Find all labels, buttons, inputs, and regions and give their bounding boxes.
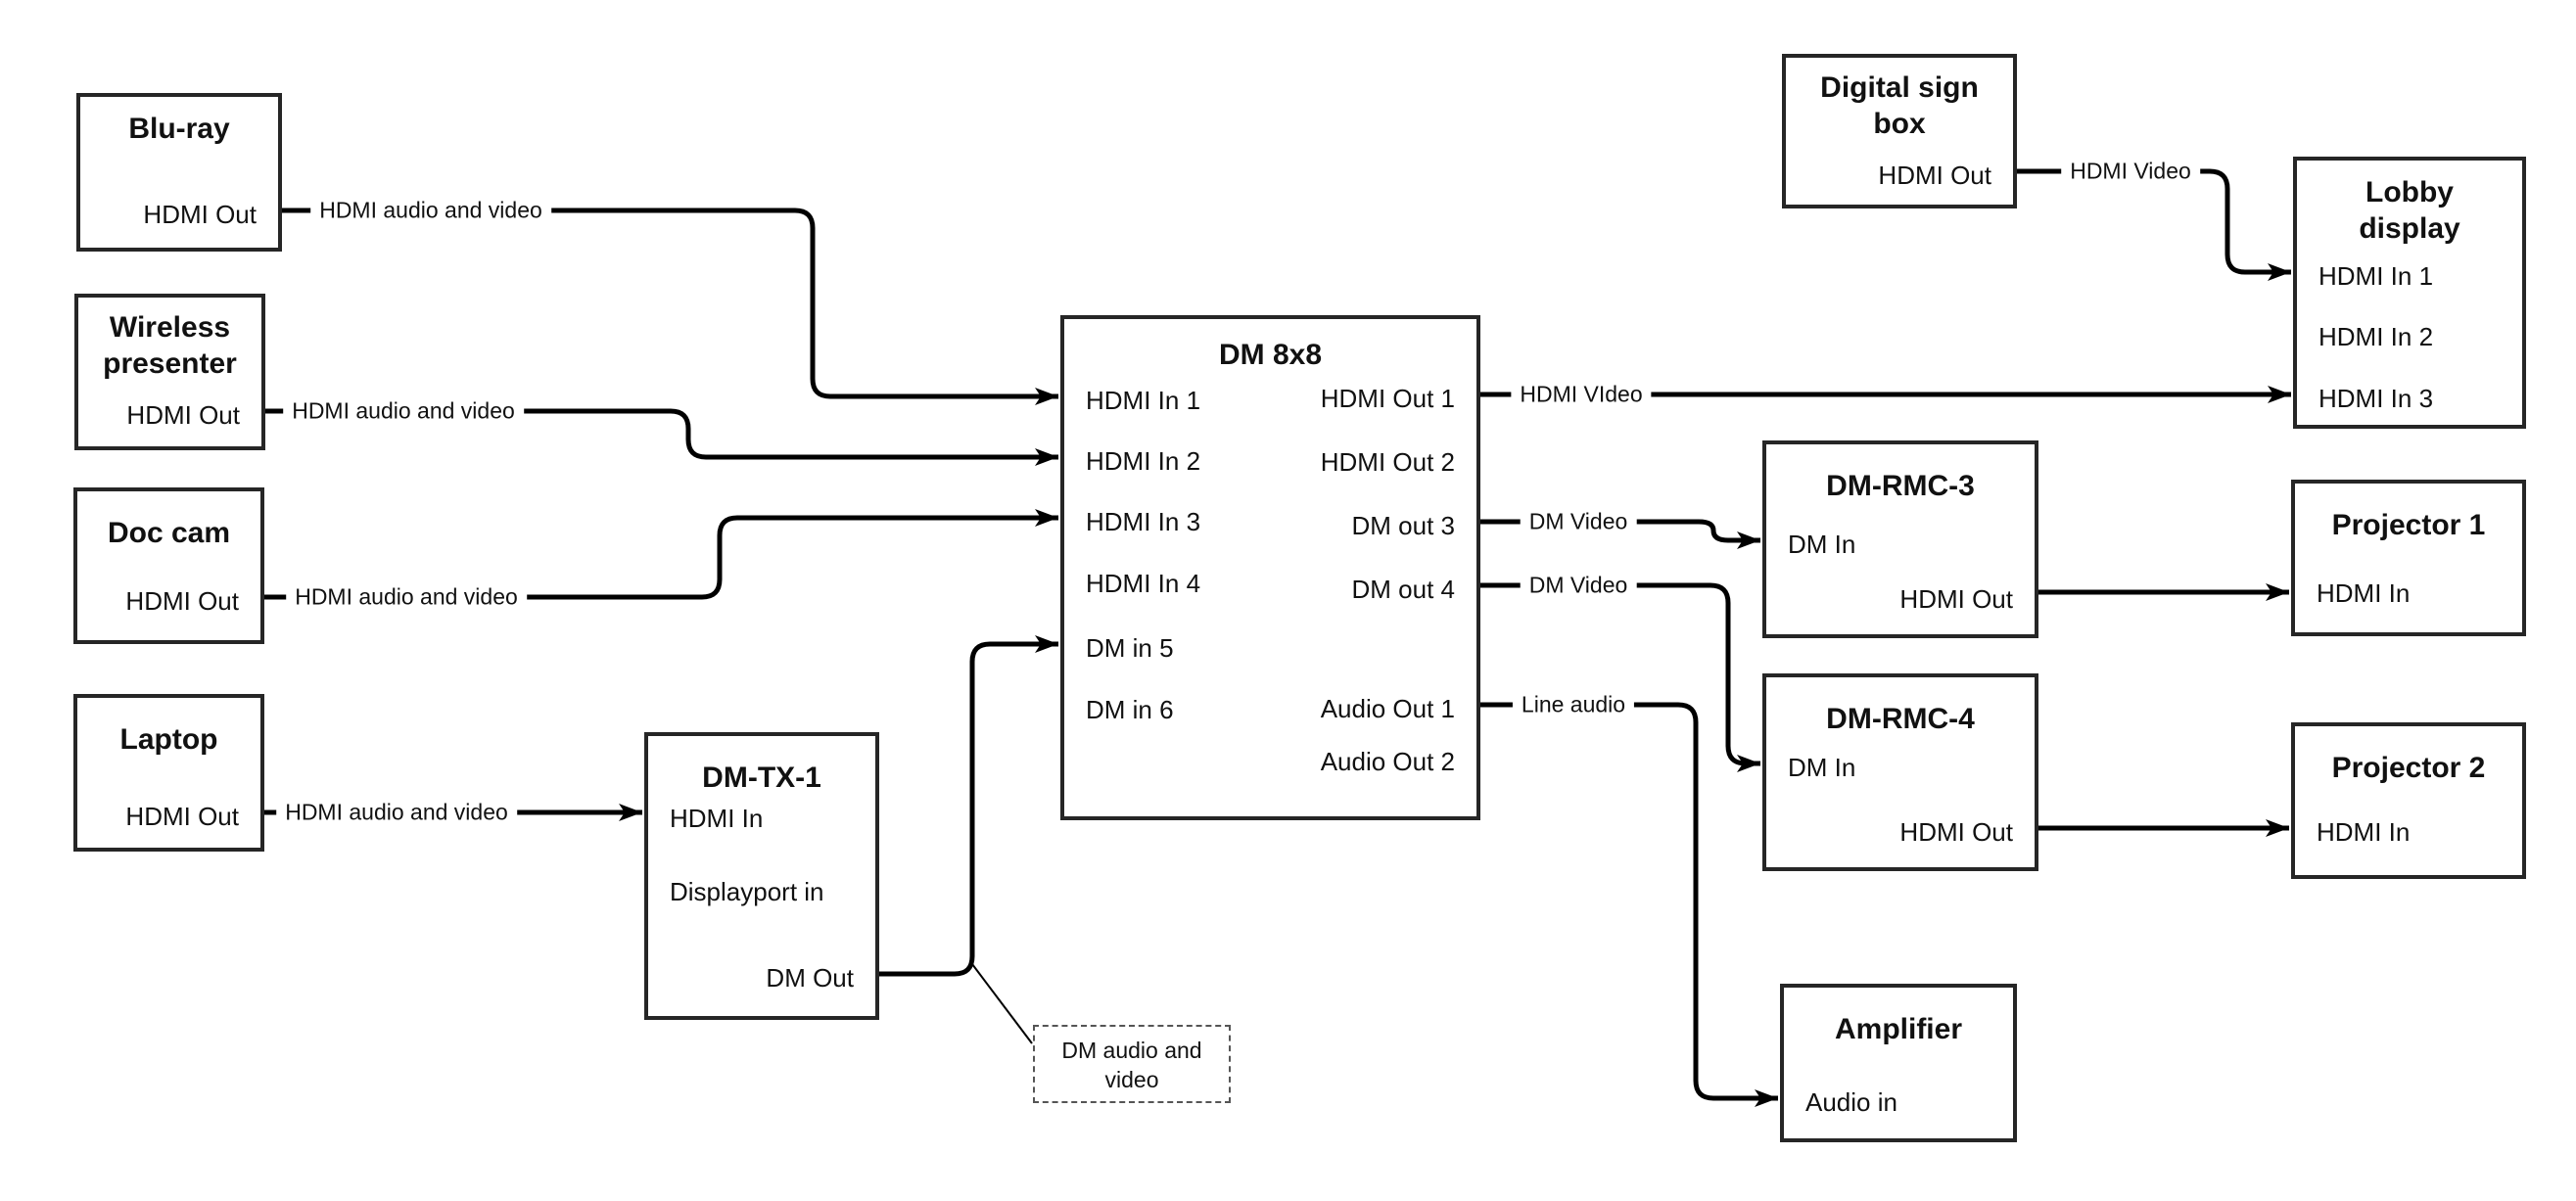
node-dm-rmc-3: DM-RMC-3 DM In HDMI Out (1762, 440, 2038, 638)
port-label-dm-tx-1: Displayport in (670, 877, 824, 906)
port-label-dm-rmc-4: DM In (1788, 753, 1856, 782)
port-label-dm-tx-1: HDMI In (670, 804, 764, 833)
port-label-dm-8x8: DM out 3 (1351, 511, 1456, 540)
node-title-line: box (1873, 108, 1926, 140)
port-label-dm-8x8: DM in 5 (1086, 633, 1174, 663)
node-title: DM-RMC-4 (1766, 701, 2035, 737)
port-label-projector-2: HDMI In (2317, 817, 2411, 847)
node-title-line: Amplifier (1834, 1013, 1963, 1045)
node-title: Lobby display (2297, 174, 2522, 247)
port-label-lobby-display: HDMI In 2 (2318, 322, 2434, 351)
port-label-dm-8x8: HDMI In 2 (1086, 446, 1201, 476)
port-label-blu-ray: HDMI Out (143, 200, 257, 229)
wire-dm8x8-dmout3-to-dmrmc3-dmin (1480, 519, 1760, 549)
port-label-dm-rmc-4: HDMI Out (1899, 817, 2013, 847)
port-label-dm-8x8: HDMI In 1 (1086, 386, 1201, 415)
node-title-line: Doc cam (107, 517, 231, 549)
node-title: DM 8x8 (1064, 337, 1476, 373)
port-label-wireless-presenter: HDMI Out (126, 400, 240, 430)
node-title-line: Lobby (2365, 176, 2454, 208)
node-title: DM-TX-1 (648, 760, 875, 796)
port-label-dm-8x8: HDMI In 3 (1086, 507, 1201, 536)
node-title-line: DM-TX-1 (702, 762, 821, 794)
leader-line-note-leader (971, 963, 1033, 1044)
node-title-line: Laptop (119, 723, 218, 756)
port-label-lobby-display: HDMI In 3 (2318, 384, 2434, 413)
node-title-line: Blu-ray (128, 113, 230, 145)
wire-label-bluray-hdmiout-to-dm8x8-hdmiin1: HDMI audio and video (310, 197, 551, 224)
port-label-dm-rmc-3: DM In (1788, 530, 1856, 559)
wire-dm8x8-audioout1-to-amplifier-audioin (1480, 702, 1778, 1107)
node-projector-2: Projector 2 HDMI In (2291, 722, 2526, 879)
port-label-doc-cam: HDMI Out (125, 586, 239, 616)
node-title-line: display (2359, 212, 2460, 245)
wire-wireless-hdmiout-to-dm8x8-hdmiin2 (265, 408, 1058, 466)
wire-bluray-hdmiout-to-dm8x8-hdmiin1 (282, 208, 1058, 405)
node-title-line: DM 8x8 (1218, 339, 1323, 371)
node-title-line: Wireless (109, 311, 231, 344)
wire-doccam-hdmiout-to-dm8x8-hdmiin3 (264, 509, 1058, 600)
port-label-dm-8x8: Audio Out 2 (1320, 747, 1455, 776)
wire-label-laptop-hdmiout-to-dmtx1-hdmiin: HDMI audio and video (276, 799, 517, 826)
wire-label-dm8x8-dmout3-to-dmrmc3-dmin: DM Video (1520, 508, 1637, 535)
port-label-dm-rmc-3: HDMI Out (1899, 584, 2013, 614)
port-label-amplifier: Audio in (1805, 1087, 1897, 1117)
wire-digitalsign-hdmiout-to-lobby-hdmiin1 (2017, 168, 2291, 281)
wire-dmtx1-dmout-to-dm8x8-dmin5 (879, 635, 1058, 977)
node-title-line: Projector 2 (2331, 752, 2486, 784)
wire-label-wireless-hdmiout-to-dm8x8-hdmiin2: HDMI audio and video (283, 397, 524, 425)
note-line: video (1104, 1067, 1159, 1092)
node-title-line: Projector 1 (2331, 509, 2486, 541)
node-title: Amplifier (1784, 1011, 2013, 1047)
port-label-dm-tx-1: DM Out (766, 963, 854, 993)
node-title: Digital sign box (1786, 69, 2013, 142)
port-label-dm-8x8: HDMI In 4 (1086, 569, 1201, 598)
node-title: Blu-ray (80, 111, 278, 147)
port-label-laptop: HDMI Out (125, 802, 239, 831)
node-projector-1: Projector 1 HDMI In (2291, 480, 2526, 636)
wire-label-digitalsign-hdmiout-to-lobby-hdmiin1: HDMI Video (2061, 158, 2200, 185)
wire-label-dm8x8-audioout1-to-amplifier-audioin: Line audio (1512, 691, 1635, 718)
node-dm-rmc-4: DM-RMC-4 DM In HDMI Out (1762, 673, 2038, 871)
port-label-dm-8x8: HDMI Out 1 (1320, 384, 1455, 413)
port-label-dm-8x8: HDMI Out 2 (1320, 447, 1455, 477)
note-dm-audio-video-note: DM audio and video (1033, 1025, 1231, 1103)
node-title-line: DM-RMC-3 (1826, 470, 1975, 502)
note-line: DM audio and (1061, 1038, 1202, 1063)
port-label-lobby-display: HDMI In 1 (2318, 261, 2434, 291)
wire-label-doccam-hdmiout-to-dm8x8-hdmiin3: HDMI audio and video (286, 583, 527, 611)
node-title: Projector 2 (2295, 750, 2522, 786)
node-title-line: Digital sign (1820, 71, 1979, 104)
port-label-projector-1: HDMI In (2317, 578, 2411, 608)
port-label-digital-sign-box: HDMI Out (1878, 161, 1991, 190)
wire-label-dm8x8-hdmiout1-to-lobby-hdmiin3: HDMI VIdeo (1511, 381, 1652, 408)
node-title: DM-RMC-3 (1766, 468, 2035, 504)
node-title: Projector 1 (2295, 507, 2522, 543)
node-title-line: presenter (103, 347, 237, 380)
wire-label-dm8x8-dmout4-to-dmrmc4-dmin: DM Video (1520, 572, 1637, 599)
port-label-dm-8x8: DM in 6 (1086, 695, 1174, 724)
wire-dm8x8-dmout4-to-dmrmc4-dmin (1480, 582, 1760, 772)
node-title: Laptop (77, 721, 260, 758)
node-title: Doc cam (77, 515, 260, 551)
node-title-line: DM-RMC-4 (1826, 703, 1975, 735)
port-label-dm-8x8: Audio Out 1 (1320, 694, 1455, 723)
port-label-dm-8x8: DM out 4 (1351, 575, 1456, 604)
